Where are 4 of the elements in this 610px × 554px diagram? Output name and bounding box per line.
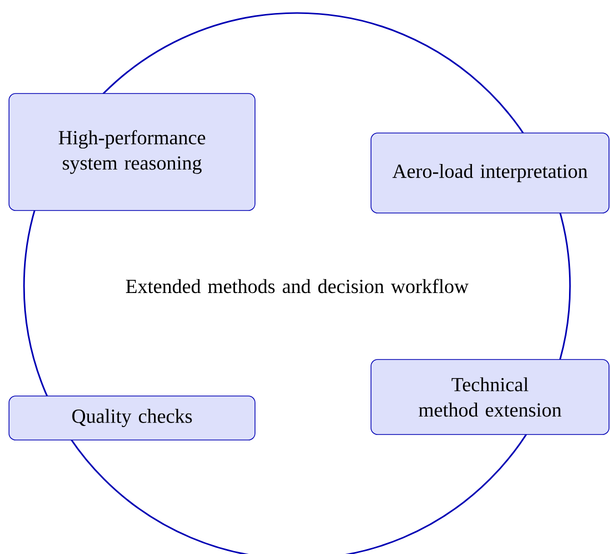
process-box: Aero-load interpretation — [370, 132, 610, 214]
process-box: Technical method extension — [370, 359, 610, 435]
process-box: Quality checks — [8, 396, 256, 440]
process-box: High-performance system reasoning — [8, 93, 256, 211]
